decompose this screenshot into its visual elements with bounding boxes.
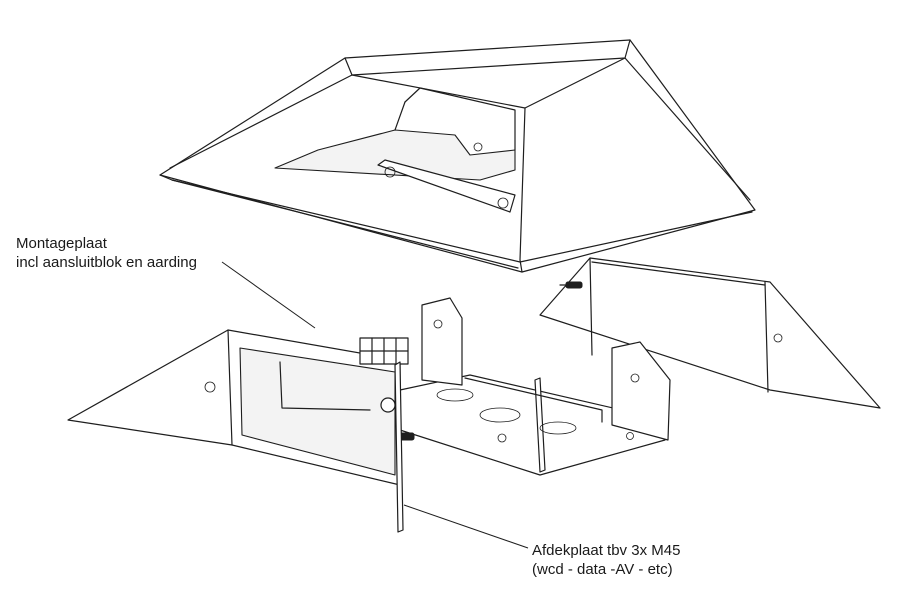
- right-side-panel: [539, 257, 881, 409]
- right-tab-hole: [630, 373, 640, 383]
- cover-plate-leader: [403, 504, 529, 549]
- hood-left-slope: [169, 74, 353, 169]
- mounting-plate-left-tab: [421, 297, 463, 386]
- mounting-plate-label-line1: Montageplaat: [16, 235, 107, 252]
- right-panel-bolt: [559, 281, 583, 289]
- left-panel-recess: [239, 347, 396, 476]
- hood-top-rim: [344, 39, 631, 76]
- plate-hole-1: [436, 388, 474, 402]
- hood-inner-cutout: [274, 129, 516, 181]
- hood-right-slope: [624, 57, 751, 201]
- cover-plate-label: Afdekplaat tbv 3x M45 (wcd - data -AV - …: [532, 541, 680, 579]
- hood-front-edge: [519, 107, 526, 273]
- cover-plate-body: [394, 361, 404, 533]
- plate-hole-2: [479, 407, 521, 423]
- right-panel-outline: [539, 257, 881, 409]
- mounting-plate: [359, 297, 671, 476]
- earth-screw: [380, 397, 396, 413]
- rail-hole-left: [384, 166, 396, 178]
- plate-screw-right: [626, 432, 634, 440]
- right-panel-screw: [773, 333, 783, 343]
- right-panel-fold-left: [589, 257, 593, 356]
- hood-bottom-flange: [159, 174, 753, 263]
- hood-hole: [473, 142, 483, 152]
- rail-hole-right: [497, 197, 509, 209]
- mounting-plate-rail: [464, 377, 603, 423]
- left-tab-hole: [433, 319, 443, 329]
- mounting-plate-right-tab: [611, 341, 671, 441]
- left-panel-screw: [204, 381, 216, 393]
- cover-plate-label-line1: Afdekplaat tbv 3x M45: [532, 542, 681, 559]
- hood-mounting-rail: [377, 159, 516, 213]
- hood-inner-edge: [394, 101, 406, 131]
- right-panel-top-edge: [591, 261, 766, 286]
- mounting-plate-divider: [534, 377, 546, 473]
- left-panel-fold: [227, 329, 233, 446]
- plate-hole-3: [539, 421, 577, 435]
- cover-plate: [394, 361, 404, 533]
- mounting-plate-label: Montageplaat incl aansluitblok en aardin…: [16, 234, 197, 272]
- terminal-block: [359, 337, 409, 365]
- mounting-plate-leader: [221, 261, 316, 329]
- hood-inner-wall: [404, 87, 516, 151]
- left-panel-inner-frame: [279, 361, 371, 411]
- hood-flange-inner: [171, 179, 519, 269]
- left-side-panel: [67, 329, 401, 486]
- mounting-plate-label-line2: incl aansluitblok en aarding: [16, 254, 197, 271]
- top-hood: [159, 39, 756, 273]
- cover-plate-label-line2: (wcd - data -AV - etc): [532, 561, 673, 578]
- plate-screw: [497, 433, 507, 443]
- right-panel-fold-right: [764, 281, 769, 393]
